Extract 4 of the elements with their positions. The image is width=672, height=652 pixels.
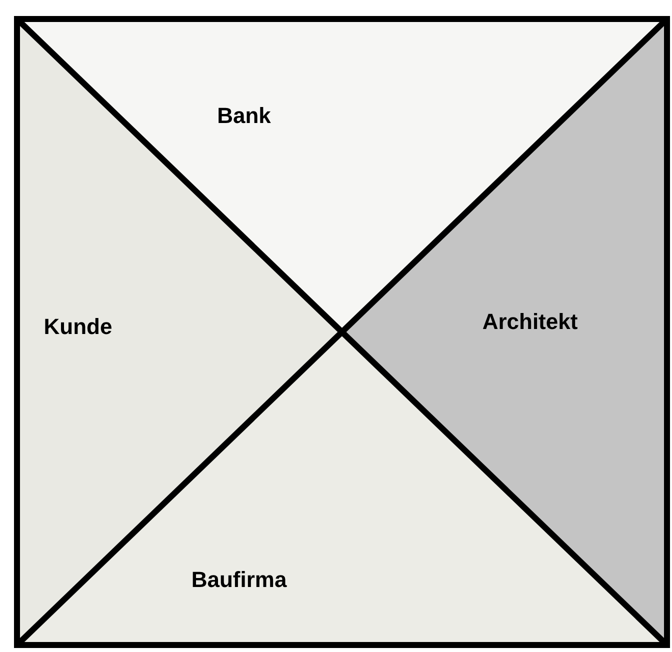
region-label: Baufirma	[191, 567, 287, 593]
region-label: Architekt	[482, 309, 578, 335]
region-label: Kunde	[44, 314, 112, 340]
region-label: Bank	[217, 103, 271, 129]
